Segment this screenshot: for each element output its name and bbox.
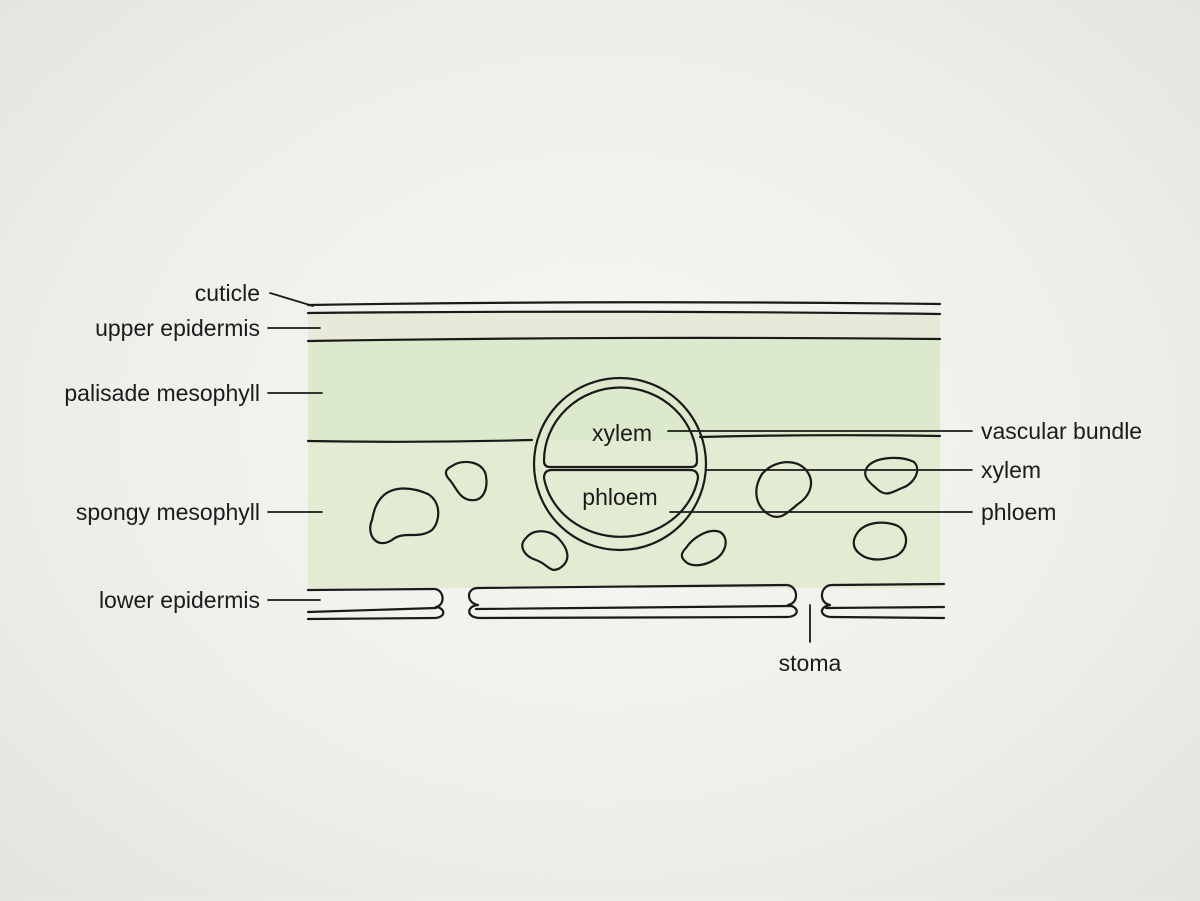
lower-epidermis-label: lower epidermis bbox=[99, 587, 260, 613]
lower-epidermis-cell bbox=[820, 582, 946, 620]
lower-epidermis-cell bbox=[306, 587, 445, 621]
lower-epidermis-layer bbox=[306, 582, 946, 621]
lower-epidermis-cell-inner bbox=[824, 605, 946, 610]
phloem-label: phloem bbox=[981, 499, 1056, 525]
phloem-region bbox=[542, 468, 700, 538]
lower-epidermis-cell bbox=[467, 583, 798, 620]
cuticle-line-inner bbox=[306, 310, 942, 316]
upper-epidermis-bottom-line bbox=[306, 336, 942, 343]
upper-epidermis-layer bbox=[308, 310, 940, 341]
stoma-label: stoma bbox=[779, 650, 842, 676]
air-space bbox=[755, 461, 813, 519]
air-space bbox=[444, 460, 488, 502]
phloem-inner-label: phloem bbox=[582, 484, 657, 510]
air-space bbox=[864, 456, 919, 495]
xylem-inner-label: xylem bbox=[592, 420, 652, 446]
spongy-mesophyll-layer bbox=[308, 440, 940, 588]
vascular-bundle-sheath bbox=[532, 376, 708, 552]
lower-epidermis-cell-inner bbox=[306, 606, 438, 614]
air-space bbox=[521, 530, 569, 571]
cuticle-label: cuticle bbox=[195, 280, 260, 306]
spongy-mesophyll-label: spongy mesophyll bbox=[76, 499, 260, 525]
air-space bbox=[680, 529, 727, 567]
cuticle-line-outer bbox=[306, 301, 942, 307]
palisade-spongy-boundary bbox=[306, 438, 534, 443]
cuticle-leader bbox=[269, 292, 314, 307]
xylem-label: xylem bbox=[981, 457, 1041, 483]
upper-epidermis-label: upper epidermis bbox=[95, 315, 260, 341]
palisade-spongy-boundary-right bbox=[698, 434, 942, 439]
vascular-bundle-label: vascular bundle bbox=[981, 418, 1142, 444]
air-space bbox=[852, 521, 908, 561]
palisade-mesophyll-layer bbox=[308, 338, 940, 444]
xylem-region bbox=[542, 386, 699, 469]
lower-epidermis-cell-inner bbox=[474, 604, 794, 611]
palisade-mesophyll-label: palisade mesophyll bbox=[64, 380, 260, 406]
air-space bbox=[369, 487, 440, 545]
